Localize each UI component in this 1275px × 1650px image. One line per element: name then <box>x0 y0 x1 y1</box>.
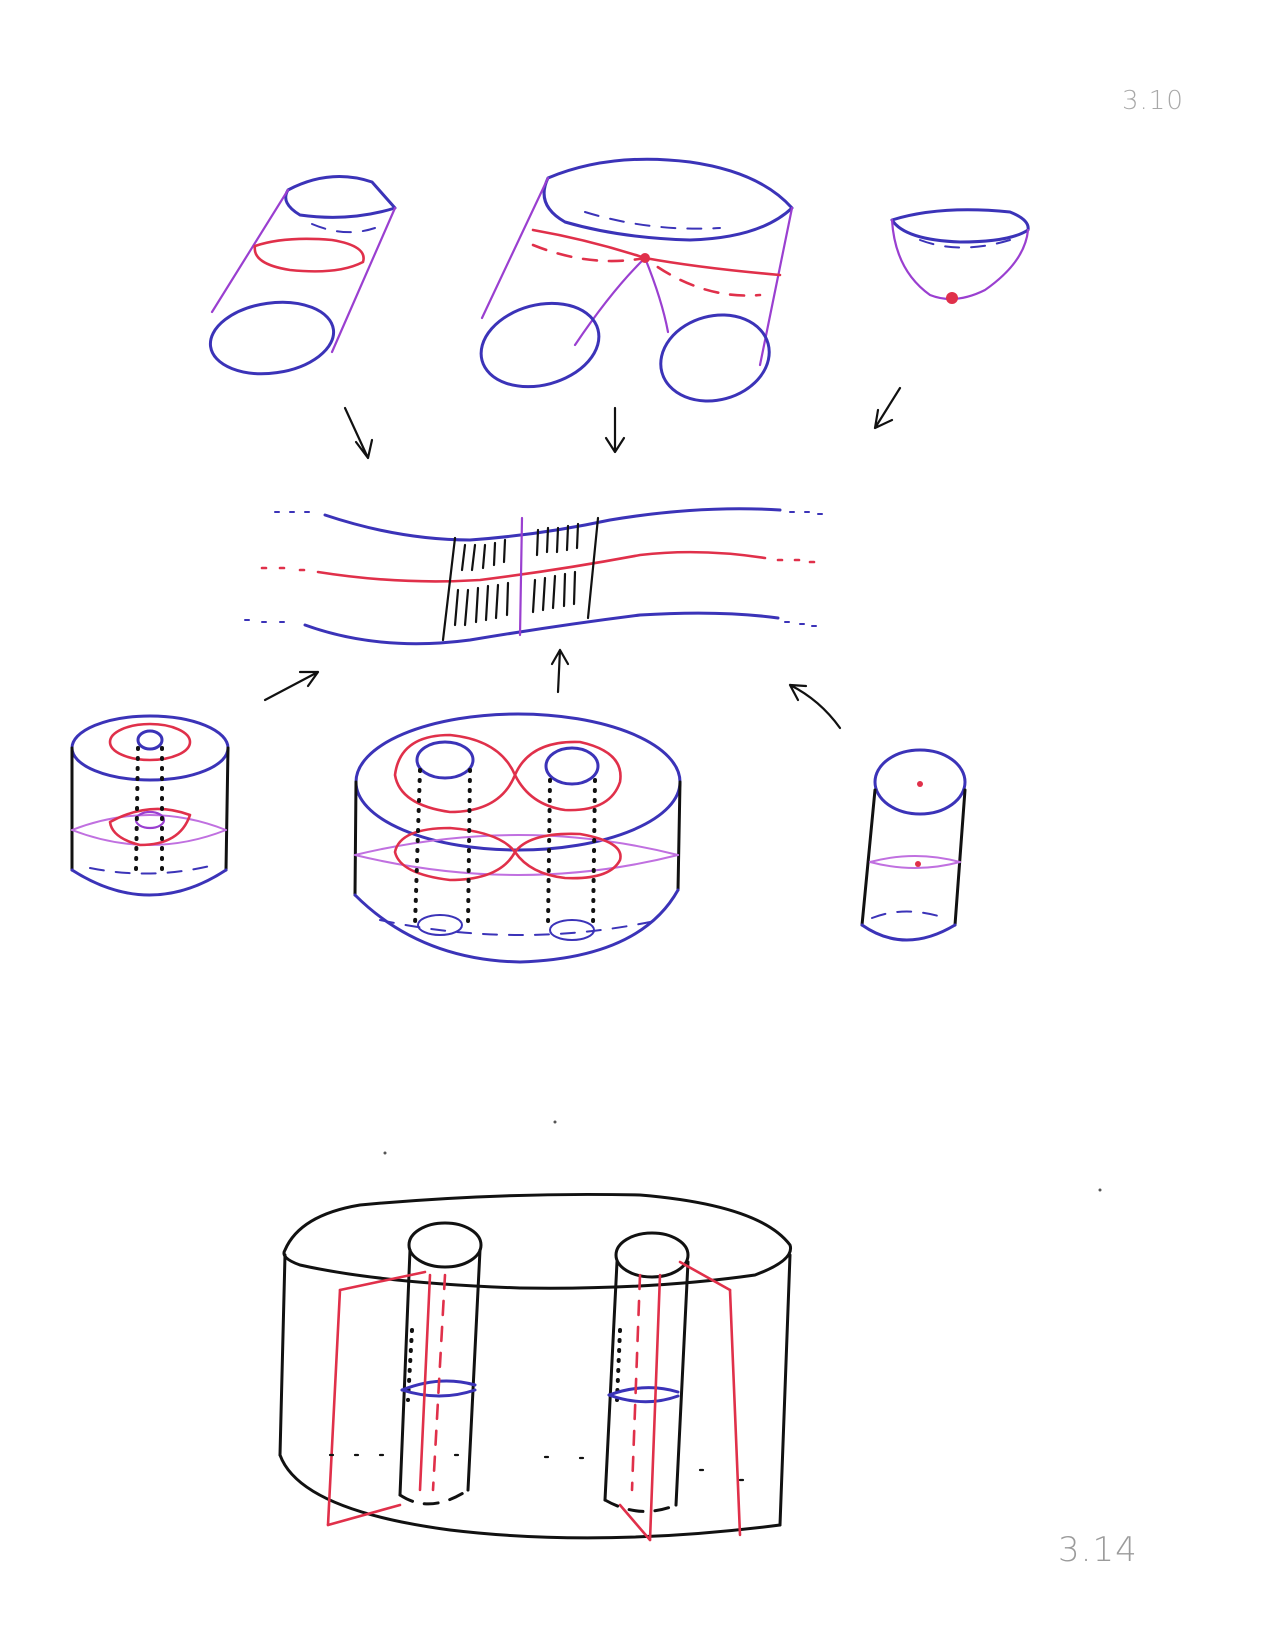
scan-specks <box>383 1120 1102 1192</box>
critical-point-saddle <box>640 253 650 263</box>
arrows-down <box>343 386 902 460</box>
top-cylinder <box>208 175 397 376</box>
handle-right <box>860 748 967 942</box>
top-pair-of-pants <box>479 157 794 403</box>
handle-middle <box>353 712 682 964</box>
page-number-bottom: 3.14 <box>1058 1530 1138 1570</box>
arrows-up <box>263 648 842 730</box>
middle-band <box>244 507 823 646</box>
page-number-top: 3.10 <box>1122 86 1184 116</box>
bottom-solid-with-handles <box>278 1192 793 1542</box>
handle-left <box>70 714 230 897</box>
top-cap <box>890 208 1030 304</box>
critical-point-min <box>946 292 958 304</box>
